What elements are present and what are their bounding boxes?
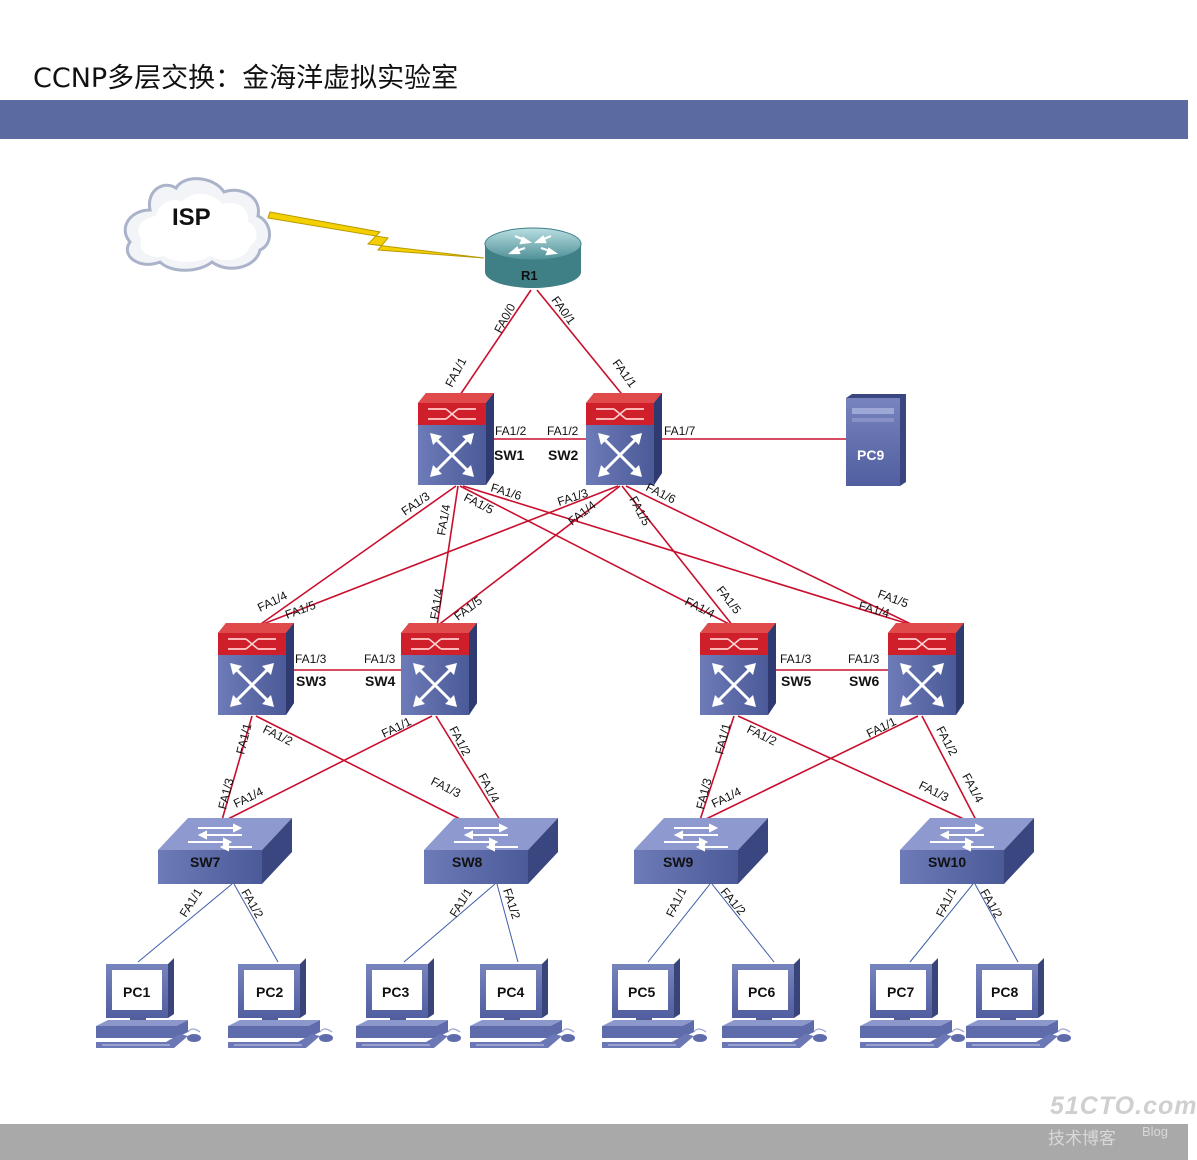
port-labels: FA0/0 FA0/1 FA1/1 FA1/1 FA1/2 FA1/2 FA1/… [177,294,1006,922]
sw2-label: SW2 [548,447,579,463]
pc-pc6[interactable]: PC6 [721,957,828,1049]
port-label: FA1/1 [933,885,959,920]
port-label: FA1/1 [233,722,254,756]
pc8-label: PC8 [991,984,1018,1000]
serial-link-icon [267,211,485,259]
page-title: CCNP多层交换：金海洋虚拟实验室 [33,63,459,94]
switch-sw7[interactable]: SW7 [157,817,293,885]
port-label: FA1/2 [495,424,527,438]
port-label: FA1/3 [848,652,880,666]
port-label: FA1/3 [780,652,812,666]
sw10-label: SW10 [928,854,966,870]
port-label: FA1/4 [427,587,446,621]
port-label: FA1/7 [664,424,696,438]
port-label: FA1/4 [231,784,266,810]
port-label: FA1/4 [434,503,453,537]
watermark-subtitle: 技术博客 [1048,1129,1116,1149]
switch-sw5[interactable]: SW5 [698,621,812,717]
title-bar [0,100,1188,139]
pc-pc5[interactable]: PC5 [601,957,708,1049]
port-label: FA1/4 [709,784,744,810]
switch-sw3[interactable]: SW3 [216,621,327,717]
sw4-label: SW4 [365,673,396,689]
port-label: FA1/1 [864,714,899,740]
pc3-label: PC3 [382,984,409,1000]
switch-sw10[interactable]: SW10 [899,817,1035,885]
pc6-label: PC6 [748,984,775,1000]
port-label: FA1/3 [215,777,236,811]
sw8-label: SW8 [452,854,483,870]
pc-pc1[interactable]: PC1 [95,957,202,1049]
port-label: FA1/2 [977,887,1005,921]
pc4-label: PC4 [497,984,524,1000]
switch-sw8[interactable]: SW8 [423,817,559,885]
link-lines [137,289,1019,963]
port-label: FA1/5 [626,494,653,529]
port-label: FA1/5 [451,593,485,623]
isp-label: ISP [172,204,211,231]
sw1-label: SW1 [494,447,525,463]
switch-sw4[interactable]: SW4 [365,621,479,717]
port-label: FA1/2 [500,887,523,921]
port-label: FA1/3 [295,652,327,666]
pc-pc3[interactable]: PC3 [355,957,462,1049]
pc-pc2[interactable]: PC2 [227,957,334,1049]
isp-cloud: ISP [123,177,271,272]
sw5-label: SW5 [781,673,812,689]
watermark-logo: 51CTO.com [1050,1092,1197,1120]
sw7-label: SW7 [190,854,221,870]
sw6-label: SW6 [849,673,880,689]
pc-pc7[interactable]: PC7 [859,957,966,1049]
port-label: FA1/3 [364,652,396,666]
port-label: FA1/2 [547,424,579,438]
port-label: FA1/2 [238,887,266,921]
pc-pc8[interactable]: PC8 [965,957,1072,1049]
pc7-label: PC7 [887,984,914,1000]
port-label: FA1/2 [446,724,473,759]
port-label: FA1/2 [718,885,749,918]
port-label: FA1/1 [442,355,469,390]
port-label: FA1/3 [429,774,464,800]
watermark-blog: Blog [1142,1124,1169,1139]
switch-sw6[interactable]: SW6 [849,621,966,717]
server-pc9[interactable]: PC9 [846,394,906,486]
pc1-label: PC1 [123,984,150,1000]
port-label: FA1/1 [379,714,414,740]
r1-label: R1 [521,268,538,283]
switch-sw9[interactable]: SW9 [633,817,769,885]
sw9-label: SW9 [663,854,694,870]
port-label: FA1/1 [712,722,733,756]
port-label: FA1/2 [933,724,960,759]
router-r1[interactable]: R1 [484,227,582,288]
port-label: FA1/1 [447,885,476,919]
sw3-label: SW3 [296,673,327,689]
switch-sw1[interactable]: SW1 [416,391,525,487]
port-label: FA0/0 [491,301,518,336]
port-label: FA1/1 [177,885,206,919]
pc2-label: PC2 [256,984,283,1000]
pc9-label: PC9 [857,447,884,463]
pc-pc4[interactable]: PC4 [469,957,576,1049]
port-label: FA1/2 [261,722,296,748]
pc5-label: PC5 [628,984,655,1000]
port-label: FA1/4 [683,594,718,621]
footer-bar [0,1124,1188,1160]
port-label: FA1/4 [959,771,986,806]
port-label: FA1/3 [693,777,714,811]
port-label: FA1/5 [714,583,745,617]
switch-sw2[interactable]: SW2 [548,391,664,487]
